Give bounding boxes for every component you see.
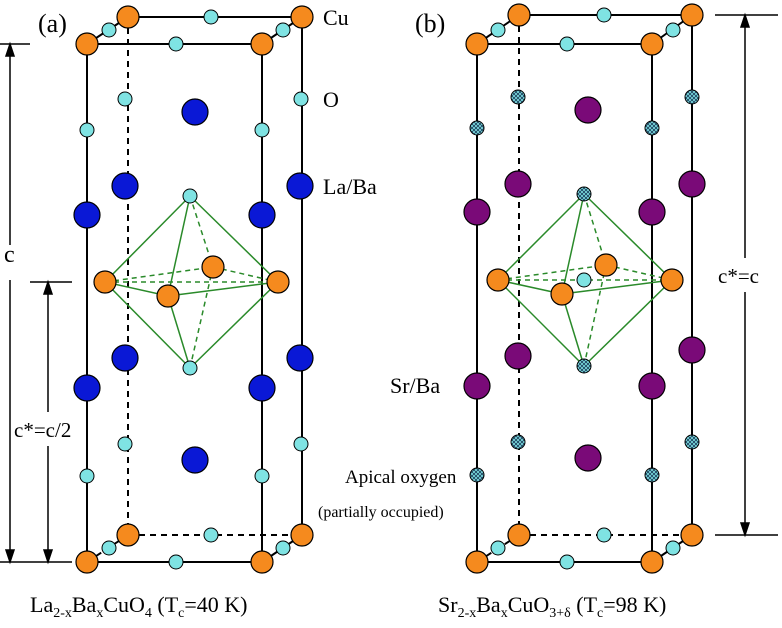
legend-o-label: O	[323, 87, 339, 112]
panel-b-structure	[463, 3, 778, 574]
panel-b-apical-oxygen-atoms	[469, 89, 700, 483]
panel-a-dimension-c	[0, 41, 30, 565]
legend-partially-occupied-label: (partially occupied)	[318, 504, 444, 521]
legend-cu-label: Cu	[323, 5, 349, 30]
legend-apical-oxygen-label: Apical oxygen	[345, 467, 457, 488]
panel-b-formula: Sr2-xBaxCuO3+δ (Tc=98 K)	[438, 592, 666, 621]
panel-a-structure	[0, 5, 314, 574]
legend-la-ba-label: La/Ba	[323, 174, 377, 199]
panel-a-oxygen-atoms	[79, 9, 309, 570]
panel-b-tag: (b)	[415, 9, 445, 38]
panel-a-tag: (a)	[38, 9, 67, 38]
legend-sr-ba-label: Sr/Ba	[390, 373, 440, 398]
panel-b-cu-atoms	[465, 3, 704, 574]
panel-a-c-label: c	[4, 242, 15, 268]
panel-a-cstar-label: c*=c/2	[14, 418, 71, 442]
panel-b-cstar-label: c*=c	[718, 264, 759, 288]
panel-b-sr-ba-atoms	[463, 96, 706, 472]
panel-a-cu-atoms	[75, 5, 314, 574]
panel-a-dimension-cstar	[30, 279, 72, 565]
panel-b-dimension-cstar	[715, 12, 778, 538]
panel-b-oxygen-atoms	[490, 7, 681, 570]
panel-a-formula: La2-xBaxCuO4 (Tc=40 K)	[30, 592, 248, 621]
panel-a-la-ba-atoms	[73, 98, 314, 474]
